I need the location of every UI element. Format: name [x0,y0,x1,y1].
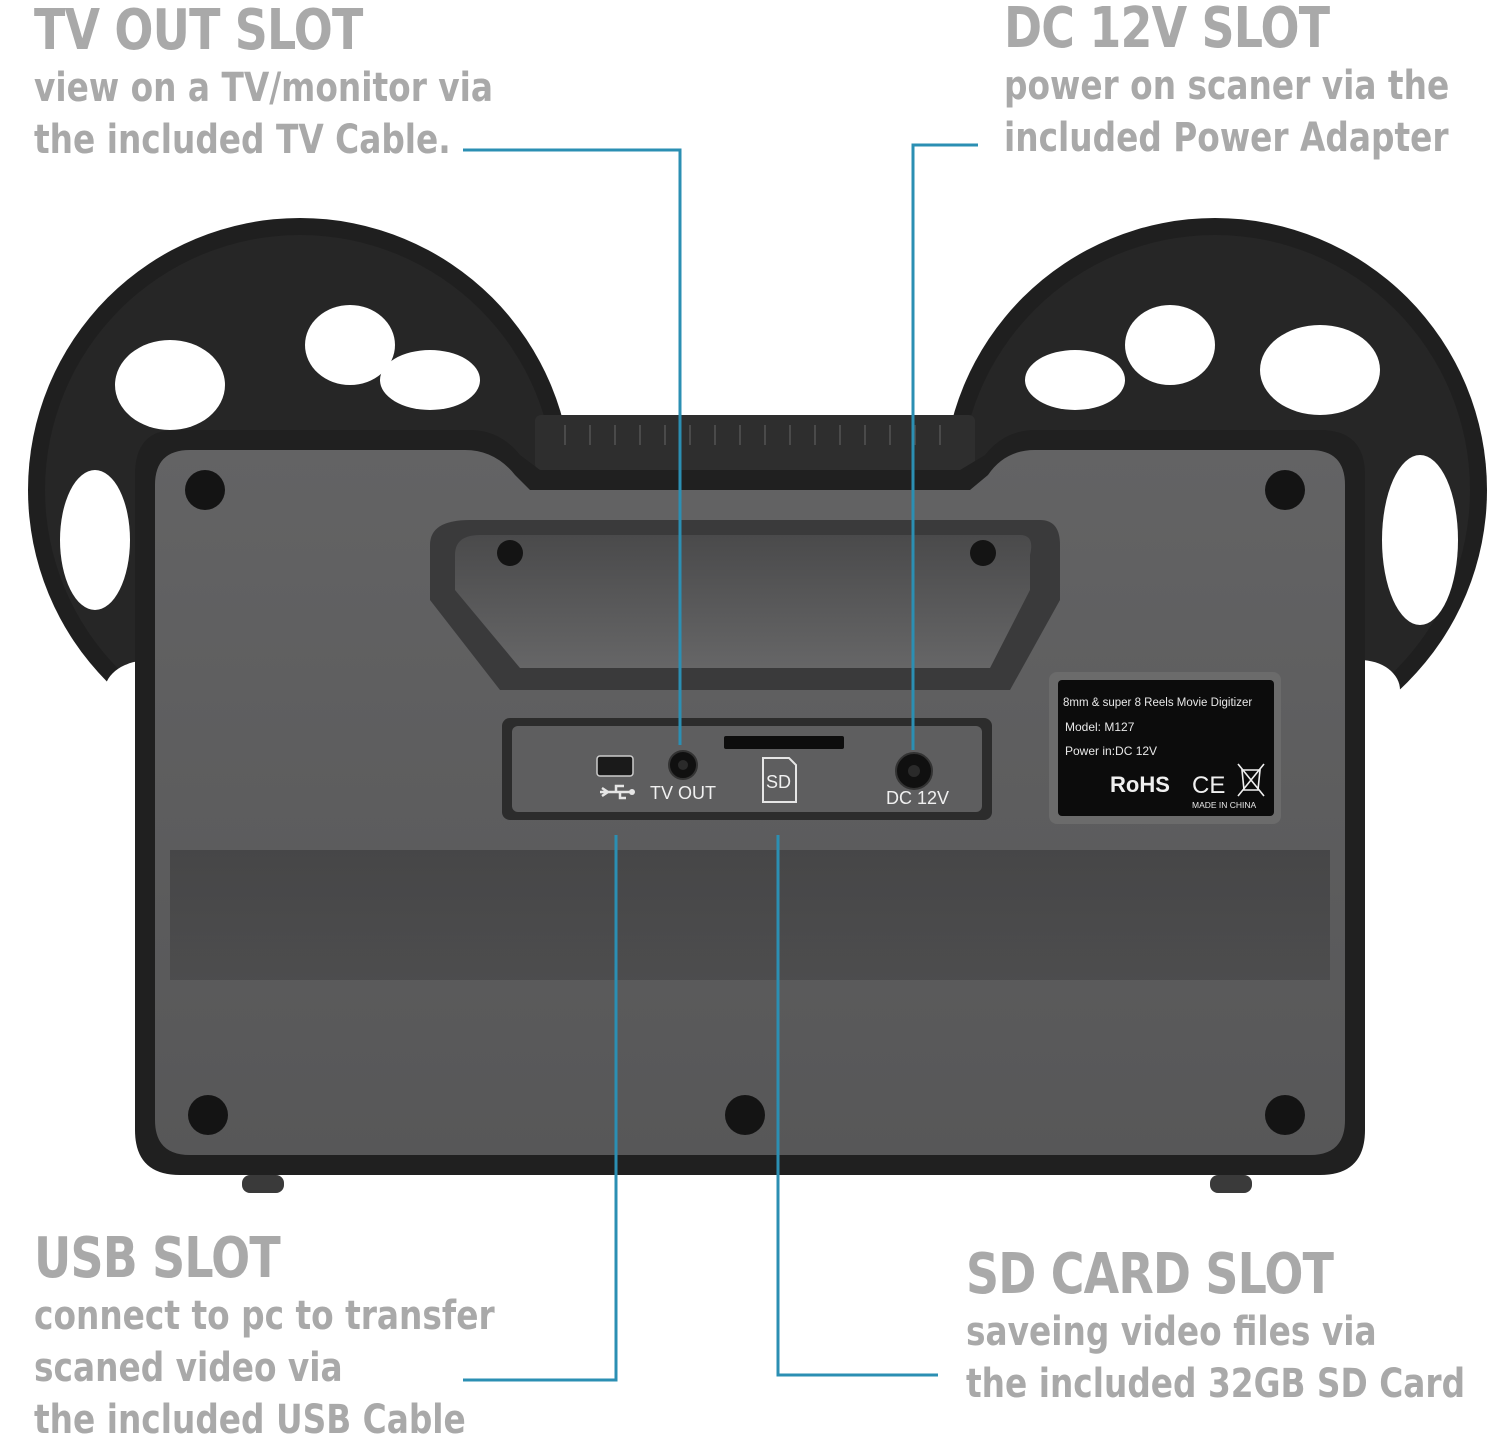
rohs-mark: RoHS [1110,772,1170,797]
usb-desc-line2: scaned video via [34,1345,343,1391]
dc-12v-description: power on scaner via the included Power A… [1004,60,1449,164]
dc-12v-title: DC 12V SLOT [1004,0,1330,61]
dc-12v-desc-line2: included Power Adapter [1004,115,1449,161]
sd-card-title: SD CARD SLOT [966,1242,1334,1307]
sd-card-slot[interactable] [724,736,844,749]
tv-out-desc-line2: the included TV Cable. [34,117,451,163]
dc-port-label: DC 12V [886,788,949,808]
sd-card-desc-line1: saveing video files via [966,1309,1377,1355]
screw-bottom-center [725,1095,765,1135]
usb-icon [600,784,634,800]
carry-handle [430,520,1060,690]
spec-label-plate: 8mm & super 8 Reels Movie Digitizer Mode… [1049,672,1281,824]
label-line2: Model: M127 [1065,720,1135,734]
usb-description: connect to pc to transfer scaned video v… [34,1290,495,1446]
tv-out-title: TV OUT SLOT [34,0,363,63]
ce-mark: CE [1192,772,1225,799]
made-in-text: MADE IN CHINA [1192,800,1257,810]
usb-desc-line3: the included USB Cable [34,1397,466,1443]
lower-band [170,850,1330,980]
handle-screw-right [970,540,996,566]
tv-out-port-label: TV OUT [650,783,716,803]
screw-top-right [1265,470,1305,510]
foot-left [242,1175,284,1193]
screw-top-left [185,470,225,510]
sd-card-leader [776,835,938,1377]
label-line1: 8mm & super 8 Reels Movie Digitizer [1063,697,1252,709]
handle-screw-left [497,540,523,566]
screw-bottom-right [1265,1095,1305,1135]
leader-lines [463,143,978,1382]
usb-port[interactable] [596,755,634,777]
dc-12v-callout: DC 12V SLOT power on scaner via the incl… [1004,0,1499,164]
usb-title: USB SLOT [34,1226,281,1291]
port-panel: TV OUT SD DC 12V [502,718,992,820]
usb-leader [463,835,618,1382]
top-ridge [535,415,975,470]
tv-out-leader [463,148,682,745]
usb-desc-line1: connect to pc to transfer [34,1293,495,1339]
screw-bottom-left [188,1095,228,1135]
foot-right [1210,1175,1252,1193]
usb-callout: USB SLOT connect to pc to transfer scane… [34,1228,596,1446]
tv-out-desc-line1: view on a TV/monitor via [34,65,494,111]
tv-out-description: view on a TV/monitor via the included TV… [34,62,493,166]
sd-card-callout: SD CARD SLOT saveing video files via the… [966,1244,1499,1410]
sd-port-label: SD [766,772,791,792]
sd-card-description: saveing video files via the included 32G… [966,1306,1465,1410]
dc-12v-desc-line1: power on scaner via the [1004,63,1450,109]
weee-bin-icon [1237,763,1265,797]
dc-12v-leader [911,143,978,750]
sd-card-icon [762,757,797,803]
label-line3: Power in:DC 12V [1065,744,1157,758]
sd-card-desc-line2: the included 32GB SD Card [966,1361,1466,1407]
tv-out-callout: TV OUT SLOT view on a TV/monitor via the… [34,0,594,166]
